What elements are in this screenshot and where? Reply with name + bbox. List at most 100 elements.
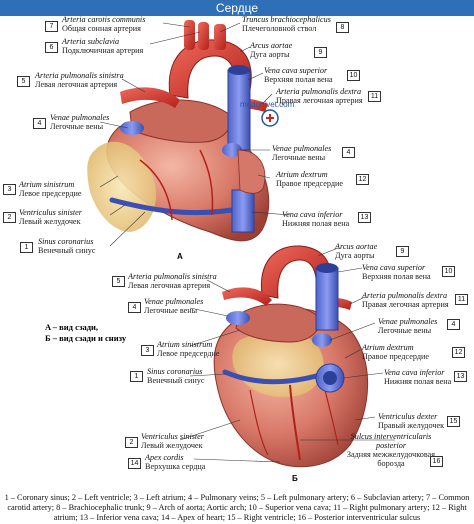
view-note-a: A – вид сзади, [45, 322, 99, 332]
label-a-4b-russian: Легочные вены [272, 153, 326, 162]
label-a-10-latin: Vena cava superior [264, 66, 328, 75]
watermark: medunivet.com [240, 100, 295, 109]
heart-a-fat-left [87, 141, 157, 232]
label-b-13-russian: Нижняя полая вена [384, 377, 452, 386]
heart-a-ivc [231, 189, 255, 233]
heart-a-subclavian [198, 22, 209, 50]
label-a-5-russian: Левая легочная артерия [35, 80, 118, 89]
label-a-7-latin: Arteria carotis communis [62, 15, 146, 24]
label-a-13-russian: Нижняя полая вена [282, 219, 350, 228]
label-a-6-russian: Подключичная артерия [62, 46, 144, 55]
label-b-16-russian: Задняя межжелудочковая борозда [346, 450, 436, 468]
label-a-12-latin: Atrium dextrum [276, 170, 328, 179]
label-a-9-russian: Дуга аорты [250, 50, 290, 59]
heart-b-svc [315, 267, 339, 331]
heart-view-a [87, 20, 279, 242]
label-a-13-latin: Vena cava inferior [282, 210, 343, 219]
label-b-13-latin: Vena cava inferior [384, 368, 445, 377]
view-note-b: Б – вид сзади и снизу [45, 333, 127, 343]
heart-a-vessel-lines [139, 149, 214, 221]
heart-b-pulm-vein-2 [312, 333, 332, 347]
label-a-11-russian: Правая легочная артерия [276, 96, 363, 105]
label-b-15-number: 15 [447, 416, 460, 427]
label-a-8-latin: Truncus brachiocephalicus [242, 15, 331, 24]
label-a-13-number: 13 [358, 212, 371, 223]
label-b-2-number: 2 [125, 437, 138, 448]
label-b-15-latin: Ventriculus dexter [378, 412, 438, 421]
label-a-4-latin: Venae pulmonales [50, 113, 110, 122]
label-a-10-russian: Верхняя полая вена [264, 75, 333, 84]
leader-lines-b [179, 247, 395, 463]
label-a-2-latin: Ventriculus sinister [19, 208, 82, 217]
heart-a-coronary-sinus [109, 197, 248, 216]
label-a-1-russian: Венечный синус [38, 246, 96, 255]
label-b-3-number: 3 [141, 345, 154, 356]
label-a-3-latin: Atrium sinistrum [19, 180, 75, 189]
label-b-1-russian: Венечный синус [147, 376, 205, 385]
label-b-15-russian: Правый желудочек [378, 421, 445, 430]
label-a-4-russian: Легочные вены [50, 122, 104, 131]
heart-b-pulm-vein-1 [226, 311, 250, 325]
heart-b-sulcus [289, 384, 301, 461]
label-a-3-number: 3 [3, 184, 16, 195]
label-b-4-latin: Venae pulmonales [144, 297, 204, 306]
label-a-6-latin: Arteria subclavia [62, 37, 120, 46]
label-b-10-number: 10 [442, 266, 455, 277]
label-b-4b-russian: Легочные вены [378, 326, 432, 335]
label-b-11-russian: Правая легочная артерия [362, 300, 449, 309]
label-b-10-latin: Vena cava superior [362, 263, 426, 272]
label-a-8-russian: Плечеголовной ствол [242, 24, 317, 33]
label-a-2-number: 2 [3, 212, 16, 223]
label-b-12-russian: Правое предсердие [362, 352, 430, 361]
label-b-10-russian: Верхняя полая вена [362, 272, 431, 281]
heart-a-pulm-vein-2 [222, 143, 242, 157]
label-b-14-russian: Верхушка сердца [145, 462, 206, 471]
label-a-10-number: 10 [347, 70, 360, 81]
label-a-9-latin: Arcus aortae [250, 41, 293, 50]
label-b-9-latin: Arcus aortae [335, 242, 378, 251]
label-b-9-number: 9 [396, 246, 409, 257]
heart-b-atrium [235, 303, 321, 343]
view-b-label: Б [292, 474, 298, 483]
label-b-5-number: 5 [112, 276, 125, 287]
label-b-1-number: 1 [130, 371, 143, 382]
label-a-2-russian: Левый желудочек [19, 217, 81, 226]
label-b-5-russian: Левая легочная артерия [128, 281, 211, 290]
label-a-6-number: 6 [45, 42, 58, 53]
label-b-4b-latin: Venae pulmonales [378, 317, 438, 326]
label-b-16-latin: Sulcus interventricularis posterior [350, 432, 432, 450]
page-title: Сердце [0, 0, 474, 16]
label-b-11-number: 11 [455, 294, 468, 305]
label-b-13-number: 13 [454, 371, 467, 382]
label-a-7-russian: Общая сонная артерия [62, 24, 141, 33]
label-a-11-number: 11 [368, 91, 381, 102]
label-b-3-russian: Левое предсердие [157, 349, 220, 358]
label-a-9-number: 9 [314, 47, 327, 58]
label-a-1-number: 1 [20, 242, 33, 253]
heart-view-b [213, 245, 369, 468]
label-b-9-russian: Дуга аорты [335, 251, 375, 260]
label-b-3-latin: Atrium sinistrum [157, 340, 213, 349]
heart-b-ivc-opening [323, 371, 337, 385]
label-b-4b-number: 4 [447, 319, 460, 330]
